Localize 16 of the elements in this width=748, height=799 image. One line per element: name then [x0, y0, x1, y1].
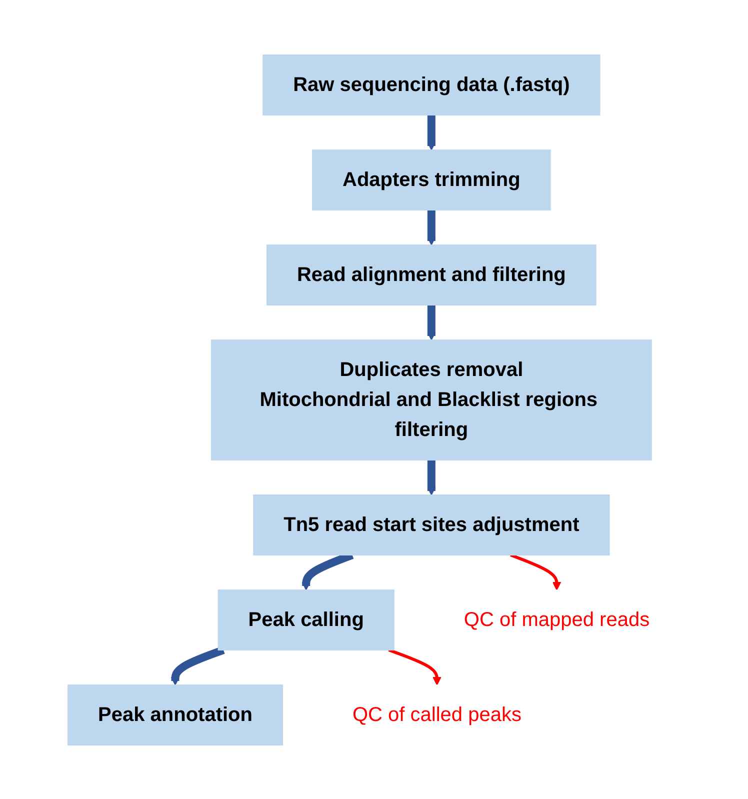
- arrow: [427, 303, 436, 340]
- arrow: [388, 648, 442, 685]
- arrow: [510, 553, 562, 590]
- arrow: [427, 113, 436, 150]
- node-box: Tn5 read start sites adjustment: [253, 494, 610, 555]
- node-box: Peak calling: [218, 589, 395, 650]
- node-box: Peak annotation: [68, 684, 284, 745]
- node-box: Duplicates removal Mitochondrial and Blacklist regions filtering: [211, 339, 652, 460]
- node-box: Read alignment and filtering: [266, 244, 597, 305]
- node-box: Adapters trimming: [312, 149, 552, 210]
- arrow: [427, 208, 436, 245]
- node-text: QC of mapped reads: [464, 608, 650, 630]
- node-box: Raw sequencing data (.fastq): [262, 54, 600, 115]
- arrow: [171, 646, 226, 685]
- arrow: [427, 458, 436, 495]
- node-text: QC of called peaks: [352, 704, 522, 726]
